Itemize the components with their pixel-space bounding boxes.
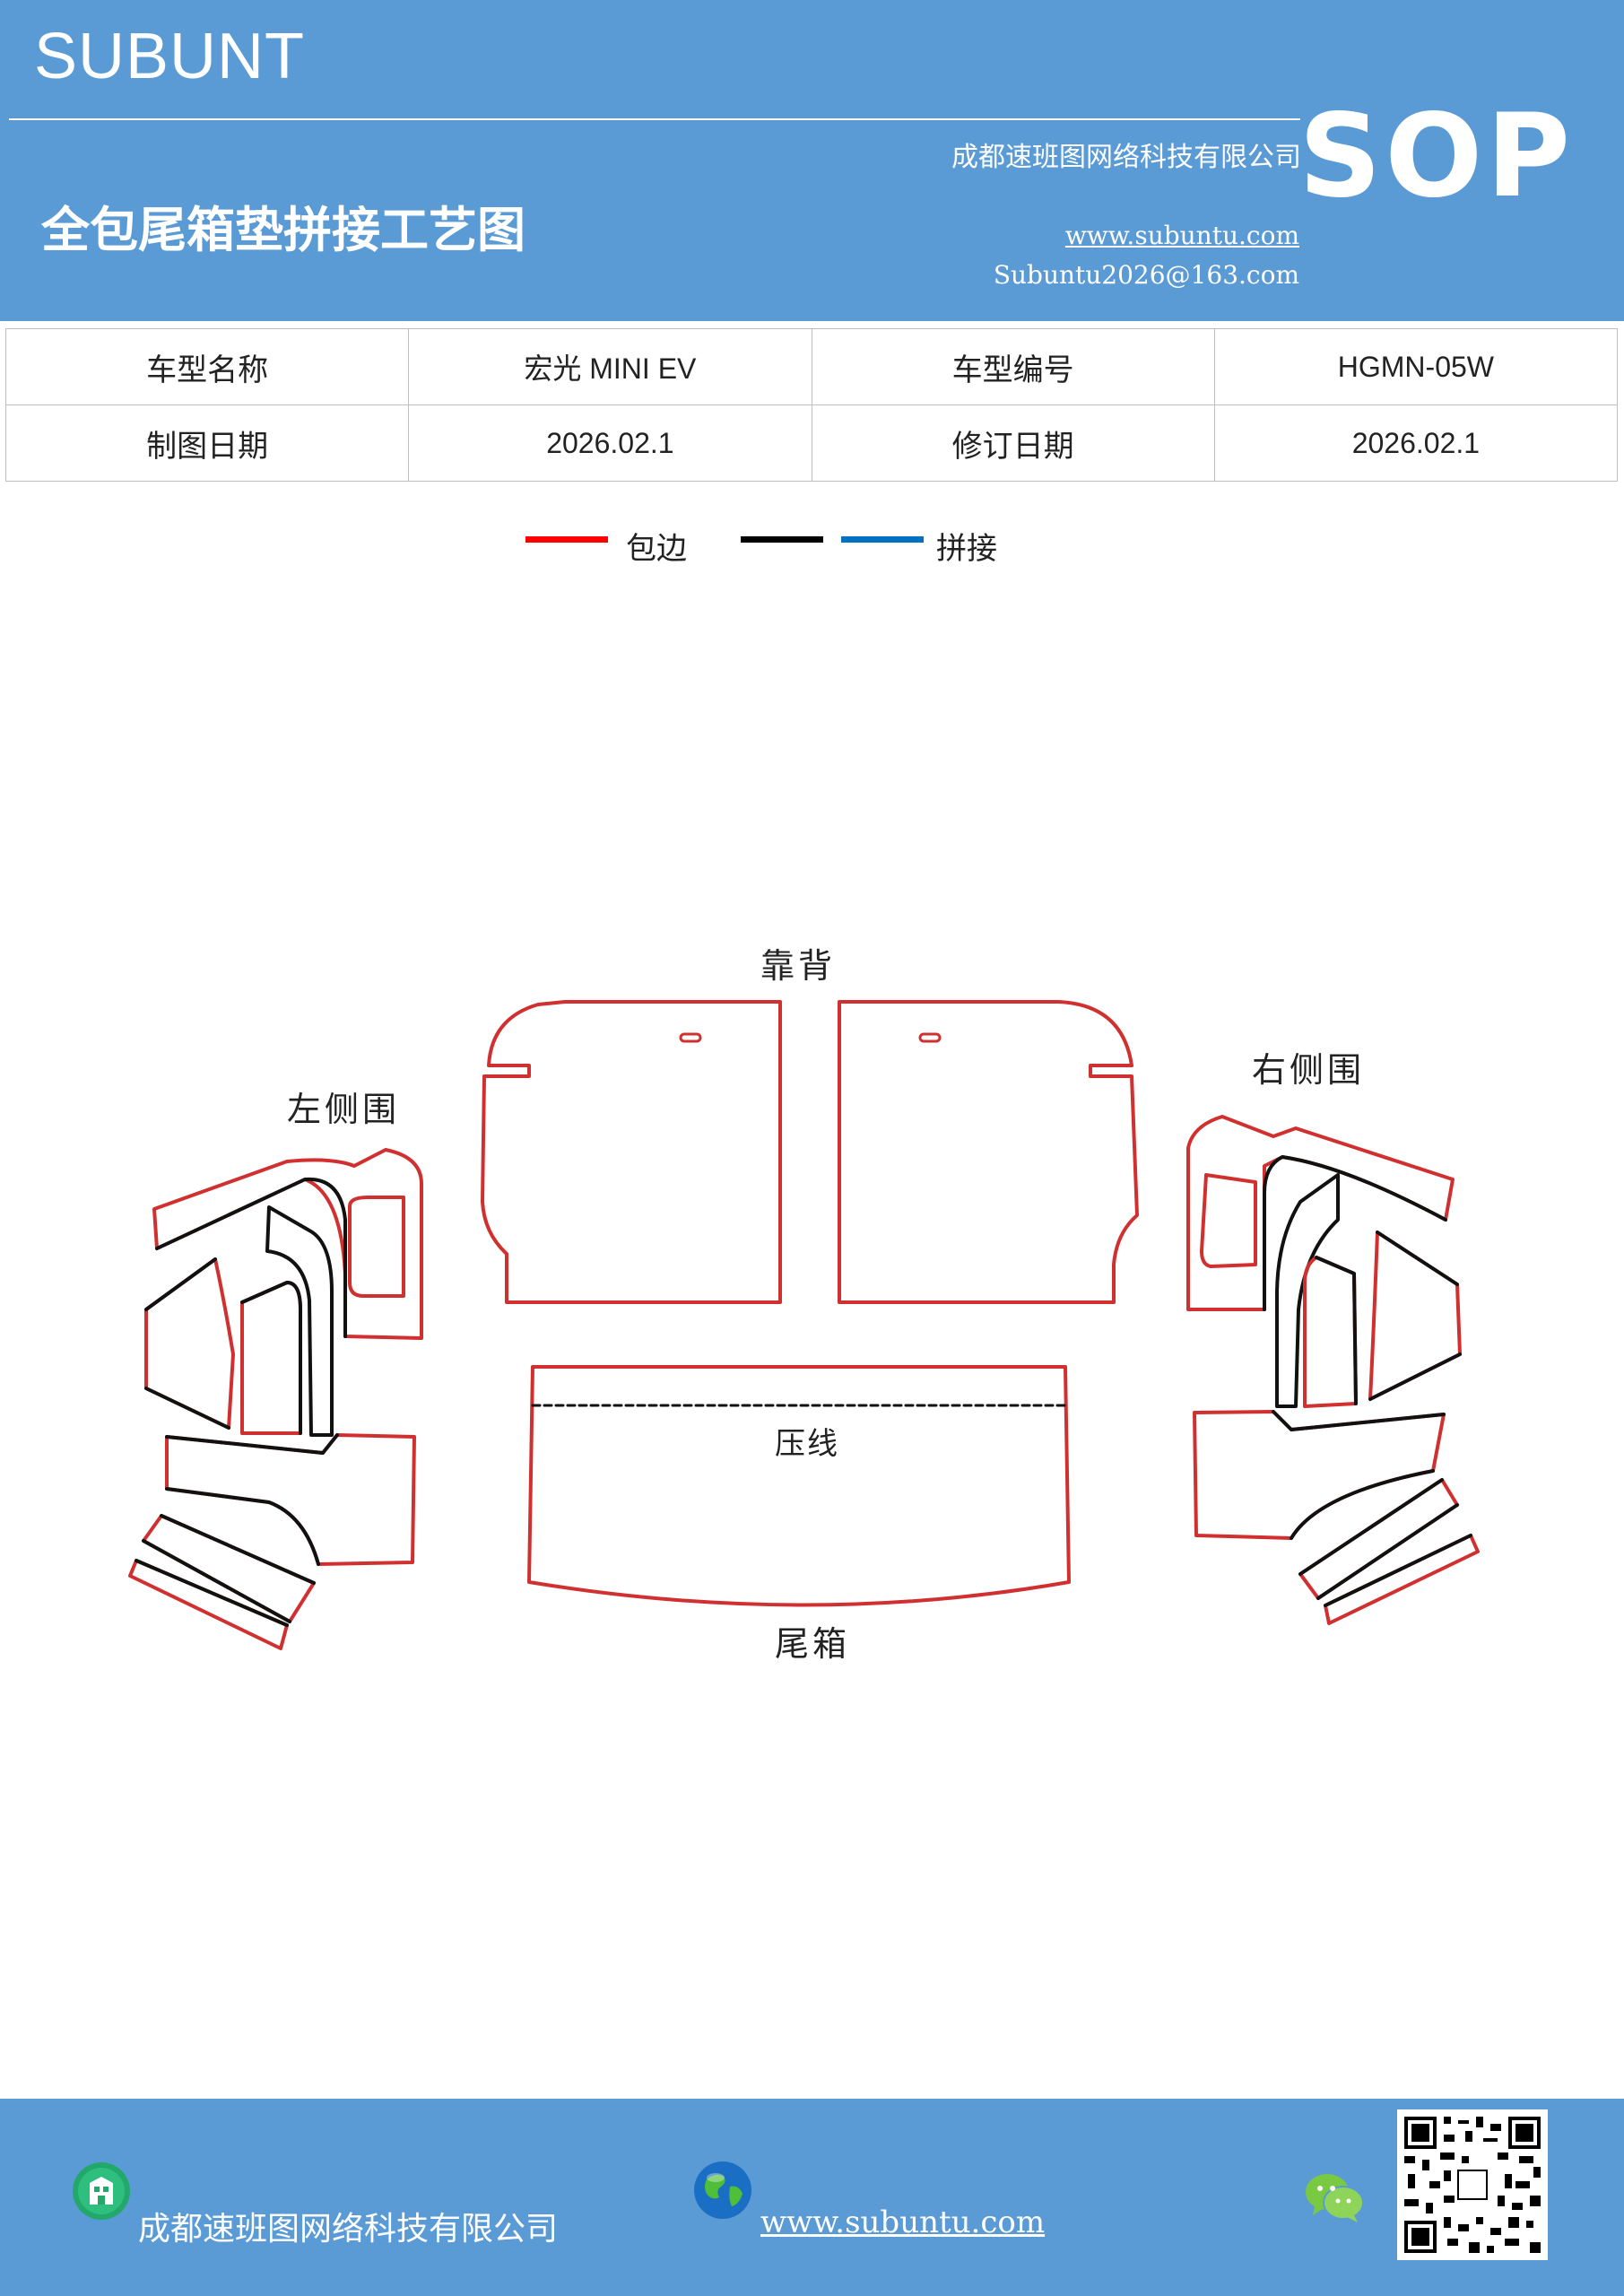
- legend-label-edge: 包边: [626, 531, 687, 567]
- legend-label-seam: 拼接: [936, 531, 997, 567]
- brand-logo-text: SUBUNT: [34, 21, 306, 92]
- table-cell: 修订日期: [811, 404, 1215, 482]
- label-trunk: 尾箱: [775, 1624, 851, 1664]
- trunk-floor-panel: [527, 1365, 1071, 1607]
- table-row: 制图日期 2026.02.1 修订日期 2026.02.1: [4, 404, 1619, 482]
- table-cell: 2026.02.1: [408, 404, 812, 482]
- sop-badge: SOP: [1298, 90, 1574, 223]
- footer-band: 成都速班图网络科技有限公司 www.subuntu.com: [0, 2099, 1624, 2296]
- table-cell: 2026.02.1: [1213, 404, 1619, 482]
- label-right-side: 右侧围: [1252, 1050, 1366, 1090]
- header-divider: [9, 118, 1300, 120]
- label-left-side: 左侧围: [287, 1090, 401, 1129]
- backrest-left-handle: [679, 1032, 702, 1043]
- table-cell: 车型编号: [811, 328, 1215, 405]
- website-link[interactable]: www.subuntu.com: [1064, 221, 1299, 250]
- globe-icon: [694, 2161, 751, 2219]
- backrest-left-panel: [481, 1000, 782, 1304]
- right-side-trim: [1186, 1115, 1480, 1625]
- table-cell: HGMN-05W: [1213, 328, 1619, 405]
- legend-blue-line: [841, 536, 924, 543]
- wechat-icon[interactable]: [1304, 2170, 1365, 2224]
- legend-red-line: [525, 536, 608, 543]
- label-backrest: 靠背: [760, 946, 837, 986]
- building-icon: [73, 2162, 130, 2220]
- legend: 包边 拼接: [0, 524, 1624, 578]
- header-band: SUBUNT 成都速班图网络科技有限公司 全包尾箱垫拼接工艺图 www.subu…: [0, 0, 1624, 321]
- backrest-right-panel: [838, 1000, 1139, 1304]
- footer-website-link[interactable]: www.subuntu.com: [760, 2205, 1046, 2240]
- backrest-right-handle: [918, 1032, 942, 1043]
- email-address: Subuntu2026@163.com: [993, 260, 1299, 290]
- table-row: 车型名称 宏光 MINI EV 车型编号 HGMN-05W: [4, 328, 1619, 405]
- vehicle-info-table: 车型名称 宏光 MINI EV 车型编号 HGMN-05W 制图日期 2026.…: [4, 328, 1619, 482]
- legend-black-line: [741, 536, 823, 543]
- left-side-trim: [128, 1148, 423, 1650]
- table-cell: 车型名称: [4, 328, 410, 405]
- table-cell: 制图日期: [4, 404, 410, 482]
- qr-code: [1397, 2109, 1548, 2260]
- document-title: 全包尾箱垫拼接工艺图: [41, 202, 525, 258]
- company-name: 成都速班图网络科技有限公司: [951, 142, 1301, 173]
- mat-layout-diagram: [128, 1000, 1480, 1650]
- table-cell: 宏光 MINI EV: [408, 328, 812, 405]
- footer-company-name: 成都速班图网络科技有限公司: [138, 2211, 559, 2248]
- label-crease: 压线: [775, 1426, 839, 1462]
